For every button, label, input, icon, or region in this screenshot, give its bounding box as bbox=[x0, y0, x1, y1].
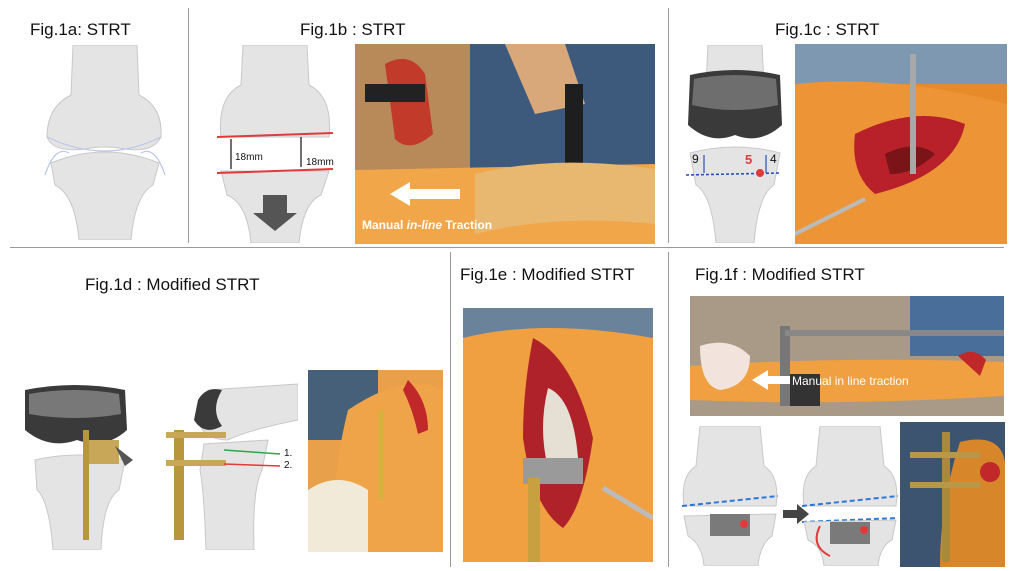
divider-ab bbox=[188, 8, 189, 243]
fig-1c-knee-illustration bbox=[680, 45, 790, 243]
fig-1d-marker-2: 2. bbox=[284, 460, 292, 471]
traction-suffix: Traction bbox=[442, 218, 492, 232]
traction-prefix: Manual bbox=[362, 218, 407, 232]
fig-1c-title: Fig.1c : STRT bbox=[775, 20, 880, 40]
fig-1f-traction-label: Manual in line traction bbox=[792, 374, 909, 388]
divider-row bbox=[10, 247, 1004, 248]
fig-1d-knee-front-illustration bbox=[15, 380, 140, 550]
fig-1b-title: Fig.1b : STRT bbox=[300, 20, 406, 40]
fig-1f-knee-before-illustration bbox=[680, 426, 780, 566]
fig-1e-title: Fig.1e : Modified STRT bbox=[460, 265, 634, 285]
fig-1b-gap-left-label: 18mm bbox=[235, 152, 263, 163]
fig-1c-num-left: 9 bbox=[692, 152, 699, 166]
fig-1d-surgical-photo bbox=[308, 370, 443, 552]
fig-1b-knee-illustration bbox=[205, 45, 345, 243]
fig-1e-surgical-photo bbox=[463, 308, 653, 562]
fig-1b-surgical-photo bbox=[355, 44, 655, 244]
fig-1f-knee-after-illustration bbox=[800, 426, 900, 566]
fig-1d-title: Fig.1d : Modified STRT bbox=[85, 275, 259, 295]
divider-bc bbox=[668, 8, 669, 243]
fig-1d-marker-1: 1. bbox=[284, 448, 292, 459]
divider-ef bbox=[668, 252, 669, 567]
divider-de bbox=[450, 252, 451, 567]
fig-1b-traction-label: Manual in-line Traction bbox=[362, 218, 492, 232]
fig-1d-knee-side-illustration bbox=[148, 380, 298, 550]
traction-italic: in-line bbox=[407, 218, 442, 232]
fig-1c-surgical-photo bbox=[795, 44, 1007, 244]
fig-1f-title: Fig.1f : Modified STRT bbox=[695, 265, 865, 285]
fig-1c-num-center: 5 bbox=[745, 152, 752, 167]
fig-1f-surgical-photo-top bbox=[690, 296, 1004, 416]
fig-1a-knee-illustration bbox=[35, 45, 175, 240]
fig-1a-title: Fig.1a: STRT bbox=[30, 20, 131, 40]
fig-1b-gap-right-label: 18mm bbox=[306, 157, 334, 168]
fig-1c-num-right: 4 bbox=[770, 152, 777, 166]
fig-1f-surgical-photo-bottom bbox=[900, 422, 1005, 567]
